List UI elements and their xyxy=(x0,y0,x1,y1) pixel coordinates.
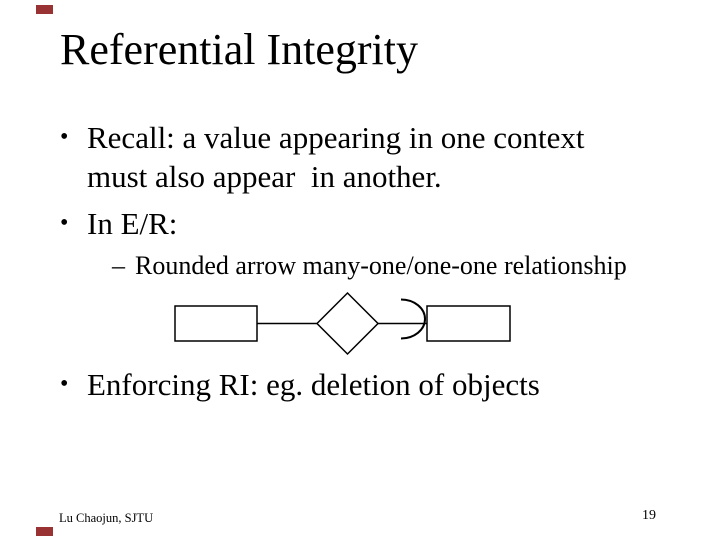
subbullet-rounded-arrow: – Rounded arrow many-one/one-one relatio… xyxy=(112,249,627,283)
bullet-enforcing-text: Enforcing RI: eg. deletion of objects xyxy=(87,367,540,402)
page-number: 19 xyxy=(642,508,656,523)
rounded-arrow-arc xyxy=(400,298,426,340)
accent-mark-top xyxy=(36,5,53,14)
bullet-icon: • xyxy=(60,210,69,236)
bullet-enforcing: • Enforcing RI: eg. deletion of objects xyxy=(58,365,540,404)
bullet-in-er-text: In E/R: xyxy=(87,206,178,241)
page-title: Referential Integrity xyxy=(60,25,418,74)
bullet-recall-text: Recall: a value appearing in one context… xyxy=(87,120,585,194)
bullet-recall: • Recall: a value appearing in one conte… xyxy=(58,118,585,196)
entity-rect-left xyxy=(174,305,258,342)
dash-bullet-icon: – xyxy=(112,251,125,280)
entity-rect-right xyxy=(426,305,511,342)
footer-author: Lu Chaojun, SJTU xyxy=(59,511,154,525)
relationship-diamond xyxy=(315,291,380,356)
accent-mark-bottom xyxy=(36,527,53,536)
bullet-icon: • xyxy=(60,124,69,150)
subbullet-rounded-arrow-text: Rounded arrow many-one/one-one relations… xyxy=(135,251,627,280)
bullet-in-er: • In E/R: xyxy=(58,204,177,243)
bullet-icon: • xyxy=(60,371,69,397)
